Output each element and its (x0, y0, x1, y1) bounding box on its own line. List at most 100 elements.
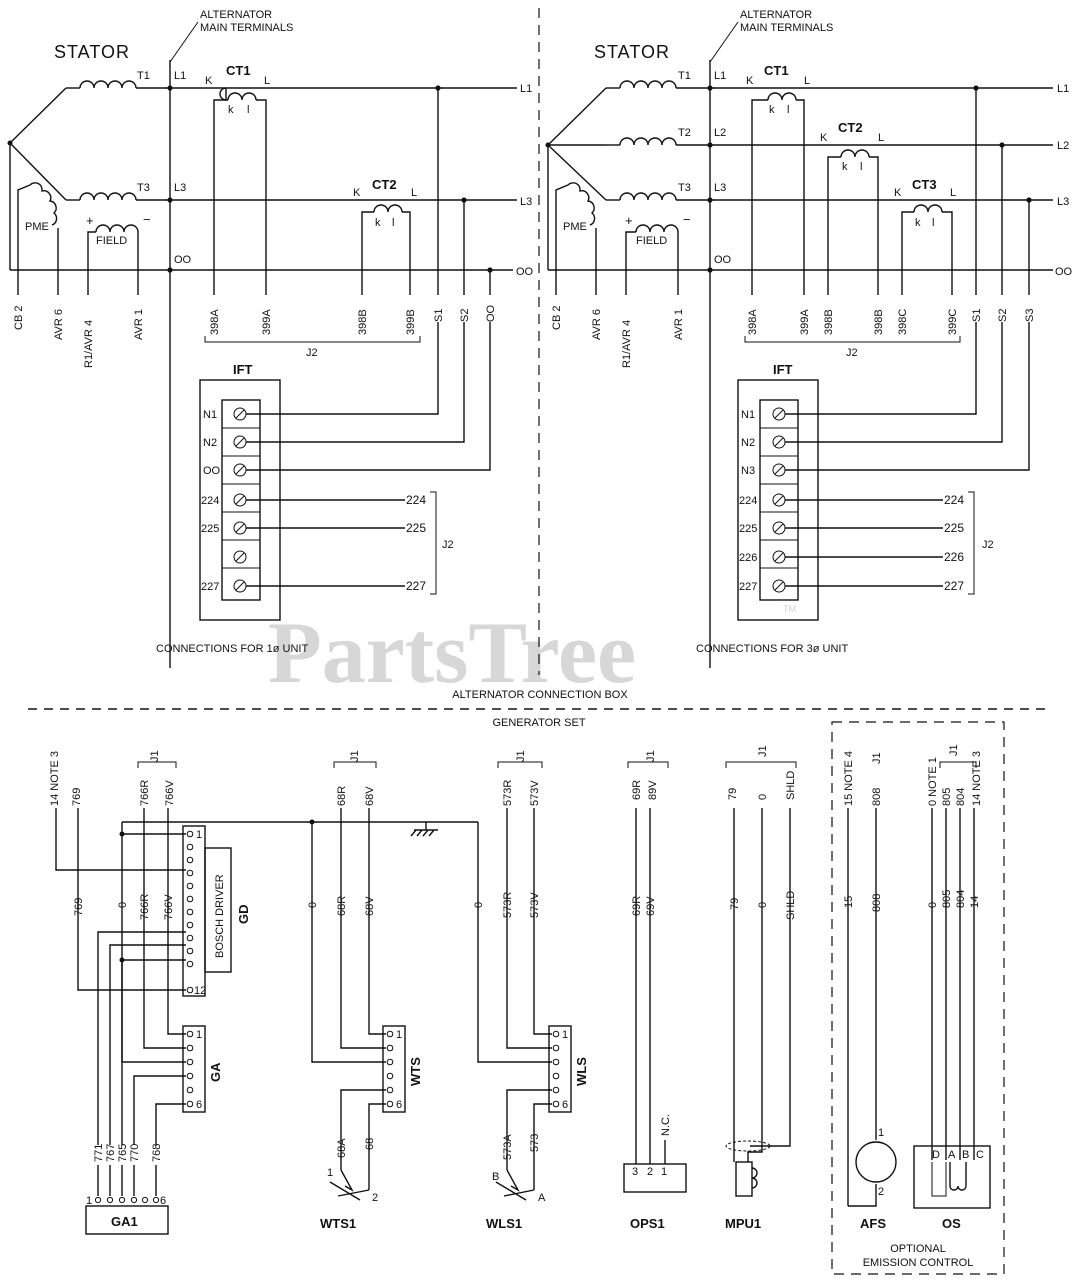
svg-text:B: B (492, 1171, 499, 1183)
svg-text:79: 79 (729, 898, 741, 910)
svg-text:226: 226 (944, 550, 964, 564)
ift-wire-227: 227 (406, 579, 426, 593)
svg-text:14: 14 (969, 896, 981, 908)
svg-text:A: A (948, 1149, 956, 1161)
l1-terminal-3ph: L1 (714, 70, 726, 82)
svg-text:399A: 399A (799, 309, 811, 335)
ct2-coil (373, 204, 403, 213)
svg-text:K: K (894, 187, 902, 199)
svg-text:N2: N2 (741, 437, 755, 449)
svg-text:225: 225 (739, 523, 757, 535)
left-single-phase-schematic: STATOR ALTERNATOR MAIN TERMINALS T1 L1 L… (7, 9, 534, 668)
svg-text:K: K (820, 132, 828, 144)
ct3-coil-3ph (913, 204, 943, 213)
svg-text:68R: 68R (336, 896, 348, 916)
svg-text:1: 1 (878, 1127, 884, 1139)
stator-label: STATOR (54, 42, 130, 62)
svg-text:805: 805 (941, 788, 953, 806)
stator-coil-t1 (79, 80, 137, 89)
ct2-label-3ph: CT2 (838, 120, 863, 135)
ct1-l-3ph: L (804, 75, 810, 87)
svg-text:68V: 68V (364, 896, 376, 916)
svg-text:1: 1 (196, 1029, 202, 1041)
svg-text:CB 2: CB 2 (551, 306, 563, 330)
ift-term-224: 224 (201, 495, 219, 507)
ops1-label: OPS1 (630, 1216, 665, 1231)
l3-line-3ph: L3 (1057, 196, 1069, 208)
bottom-label-r1avr4: R1/AVR 4 (83, 320, 95, 368)
ct2-l-label: L (411, 187, 417, 199)
svg-text:89V: 89V (647, 780, 659, 800)
svg-text:R1/AVR 4: R1/AVR 4 (621, 320, 633, 368)
svg-text:−: − (683, 212, 691, 227)
svg-text:3: 3 (632, 1166, 638, 1178)
wls1-sensor-icon (495, 1169, 535, 1201)
field-label: FIELD (96, 235, 127, 247)
ct1-k-inner: k (228, 104, 234, 116)
svg-text:0: 0 (307, 902, 319, 908)
j2-label-3ph: J2 (846, 347, 858, 359)
svg-text:SHLD: SHLD (785, 891, 797, 920)
svg-text:224: 224 (944, 493, 964, 507)
svg-text:k: k (915, 217, 921, 229)
svg-text:573A: 573A (502, 1134, 514, 1160)
svg-text:14 NOTE 3: 14 NOTE 3 (971, 751, 983, 806)
svg-text:6: 6 (396, 1099, 402, 1111)
svg-text:398B: 398B (873, 309, 885, 335)
bottom-label-398a: 398A (209, 309, 221, 335)
j2b-bracket (430, 491, 437, 595)
svg-text:k: k (842, 161, 848, 173)
svg-text:C: C (976, 1149, 984, 1161)
wls-connector (548, 1025, 572, 1113)
ift-term-225: 225 (201, 523, 219, 535)
svg-text:226: 226 (739, 552, 757, 564)
svg-text:804: 804 (955, 890, 967, 908)
os-sensor-box (913, 1145, 991, 1209)
svg-text:15: 15 (843, 896, 855, 908)
svg-text:6: 6 (160, 1195, 166, 1207)
ift-label-3ph: IFT (773, 362, 793, 377)
svg-text:68V: 68V (364, 786, 376, 806)
alt-terminal-leader (169, 21, 199, 63)
afs-label: AFS (860, 1216, 886, 1231)
ct1-l-label: L (264, 75, 270, 87)
svg-text:69R: 69R (631, 780, 643, 800)
afs-sensor-icon (855, 1141, 897, 1183)
bottom-label-avr6: AVR 6 (53, 309, 65, 340)
pme-label-3ph: PME (563, 221, 587, 233)
ct2-l-inner: l (392, 217, 394, 229)
svg-text:805: 805 (941, 890, 953, 908)
svg-text:804: 804 (955, 788, 967, 806)
t3-label: T3 (137, 182, 150, 194)
field-plus: + (86, 213, 94, 228)
svg-text:1: 1 (327, 1167, 333, 1179)
svg-text:J1: J1 (349, 750, 361, 762)
mpu1-coil-icon (751, 1167, 758, 1189)
gd-pins (186, 830, 194, 994)
svg-text:J1: J1 (948, 744, 960, 756)
svg-text:768: 768 (151, 1144, 163, 1162)
svg-text:B: B (962, 1149, 969, 1161)
svg-text:399C: 399C (947, 309, 959, 335)
wts1-sensor-icon (329, 1169, 370, 1201)
os-heater-icon (949, 1162, 967, 1191)
svg-text:15 NOTE 4: 15 NOTE 4 (843, 751, 855, 806)
ct1-coil-3ph (767, 92, 797, 101)
right-three-phase-schematic: STATOR ALTERNATOR MAIN TERMINALS T1 L1 L… (545, 9, 1073, 668)
svg-text:69V: 69V (645, 896, 657, 916)
svg-text:398B: 398B (823, 309, 835, 335)
svg-text:J1: J1 (645, 750, 657, 762)
ift-term-n1: N1 (203, 409, 217, 421)
svg-text:0: 0 (117, 902, 129, 908)
ift-label: IFT (233, 362, 253, 377)
bottom-label-399a: 399A (261, 309, 273, 335)
watermark: PartsTree (268, 605, 636, 702)
ops1-box (623, 1163, 687, 1193)
alt-terminal-label-2: MAIN TERMINALS (200, 22, 293, 34)
mpu1-label: MPU1 (725, 1216, 761, 1231)
svg-text:0: 0 (927, 902, 939, 908)
l3-terminal-3ph: L3 (714, 182, 726, 194)
emission-control-label: EMISSION CONTROL (863, 1257, 974, 1269)
svg-text:573V: 573V (529, 892, 541, 918)
svg-text:808: 808 (871, 894, 883, 912)
